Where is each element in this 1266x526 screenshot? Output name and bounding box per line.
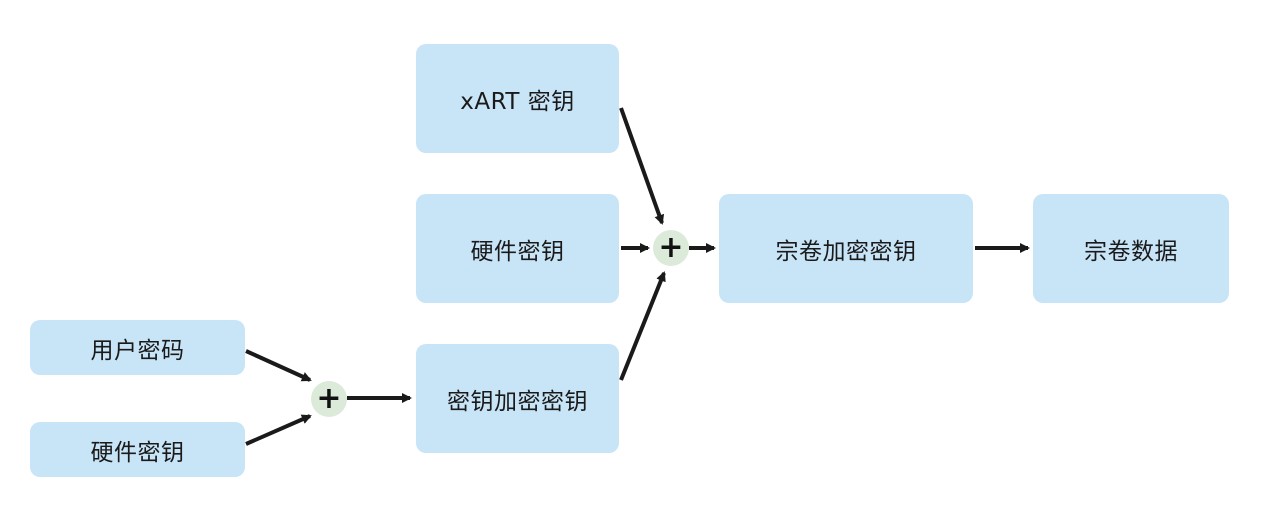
node-hardware-key-bottom: 硬件密钥 <box>30 422 245 477</box>
node-key-encryption-key-label: 密钥加密密钥 <box>447 388 588 415</box>
node-volume-encryption-key: 宗卷加密密钥 <box>719 194 973 303</box>
arrow-xart-to-plus <box>619 107 665 225</box>
arrow-hardware-key-to-plus <box>245 414 312 446</box>
node-user-password-label: 用户密码 <box>90 337 185 364</box>
node-hardware-key-bottom-label: 硬件密钥 <box>90 439 185 466</box>
arrow-user-password-to-plus <box>245 349 312 382</box>
node-volume-encryption-key-label: 宗卷加密密钥 <box>775 238 917 265</box>
node-volume-data: 宗卷数据 <box>1033 194 1229 303</box>
node-key-encryption-key: 密钥加密密钥 <box>416 344 619 453</box>
node-hardware-key-top-label: 硬件密钥 <box>470 238 565 265</box>
node-user-password: 用户密码 <box>30 320 245 375</box>
arrow-kek-to-plus <box>619 271 666 381</box>
node-hardware-key-top: 硬件密钥 <box>416 194 619 303</box>
node-xart-key-label: xART 密钥 <box>460 88 575 115</box>
plus-operator-right-symbol: + <box>658 230 684 265</box>
plus-operator-left: + <box>311 381 347 417</box>
plus-operator-left-symbol: + <box>316 381 342 416</box>
node-volume-data-label: 宗卷数据 <box>1084 238 1178 265</box>
node-xart-key: xART 密钥 <box>416 44 619 153</box>
plus-operator-right: + <box>653 230 689 266</box>
